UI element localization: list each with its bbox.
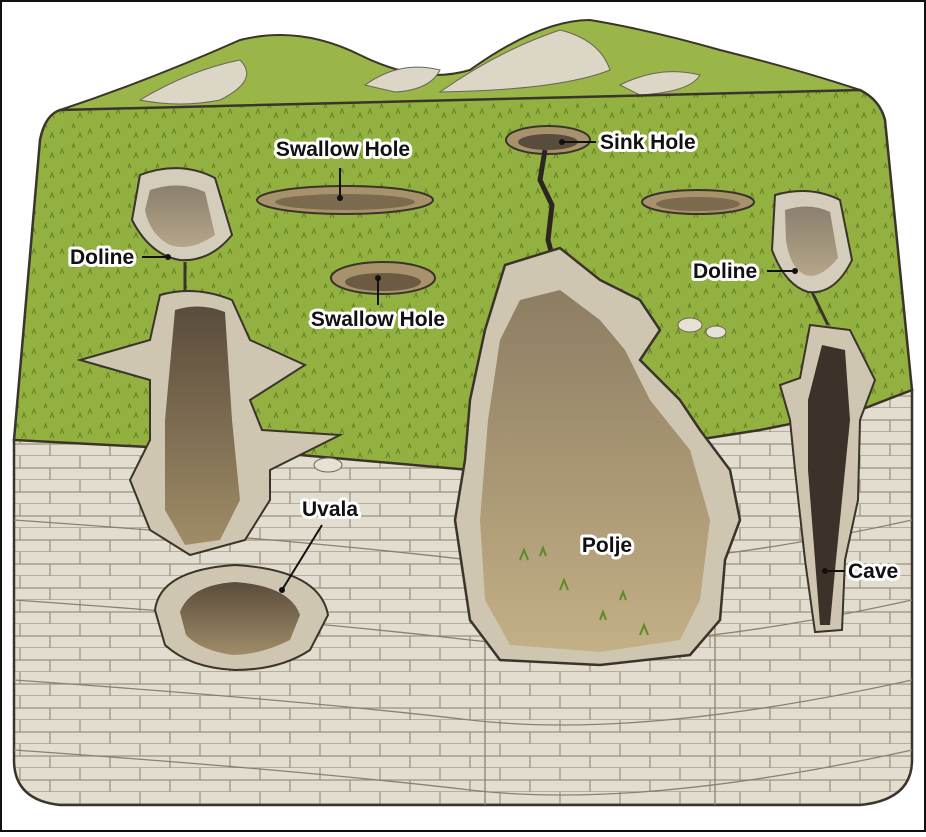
shaft-left-interior (165, 306, 240, 545)
label-uvala: Uvala (302, 498, 358, 521)
label-cave: Cave (848, 560, 898, 583)
polje-grass-tufts (519, 545, 649, 636)
swallow-hole-lower-floor (345, 273, 421, 291)
grass-surface (12, 88, 914, 472)
hill-rock-outcrops (138, 29, 701, 105)
swallow-hole-upper-floor (275, 194, 415, 210)
label-leaders (142, 141, 845, 591)
doline-left-inner (145, 185, 215, 248)
doline-right-shaft (810, 291, 830, 326)
leader-uvala (281, 524, 323, 591)
small-depression-floor (656, 197, 740, 211)
leader-dots (165, 139, 828, 593)
cave-interior (808, 345, 850, 625)
doline-right-inner (785, 206, 838, 276)
label-sink-hole: Sink Hole (600, 131, 696, 154)
rock-strata (13, 519, 913, 805)
label-doline-left: Doline (70, 246, 134, 269)
label-doline-right: Doline (693, 260, 757, 283)
uvala-floor (180, 582, 300, 655)
label-swallow-hole-lower: Swallow Hole (311, 308, 445, 331)
boulders (313, 317, 727, 473)
label-polje: Polje (582, 534, 632, 557)
sink-hole-floor (518, 134, 578, 150)
polje-floor (480, 290, 710, 652)
label-swallow-hole-upper: Swallow Hole (276, 138, 410, 161)
